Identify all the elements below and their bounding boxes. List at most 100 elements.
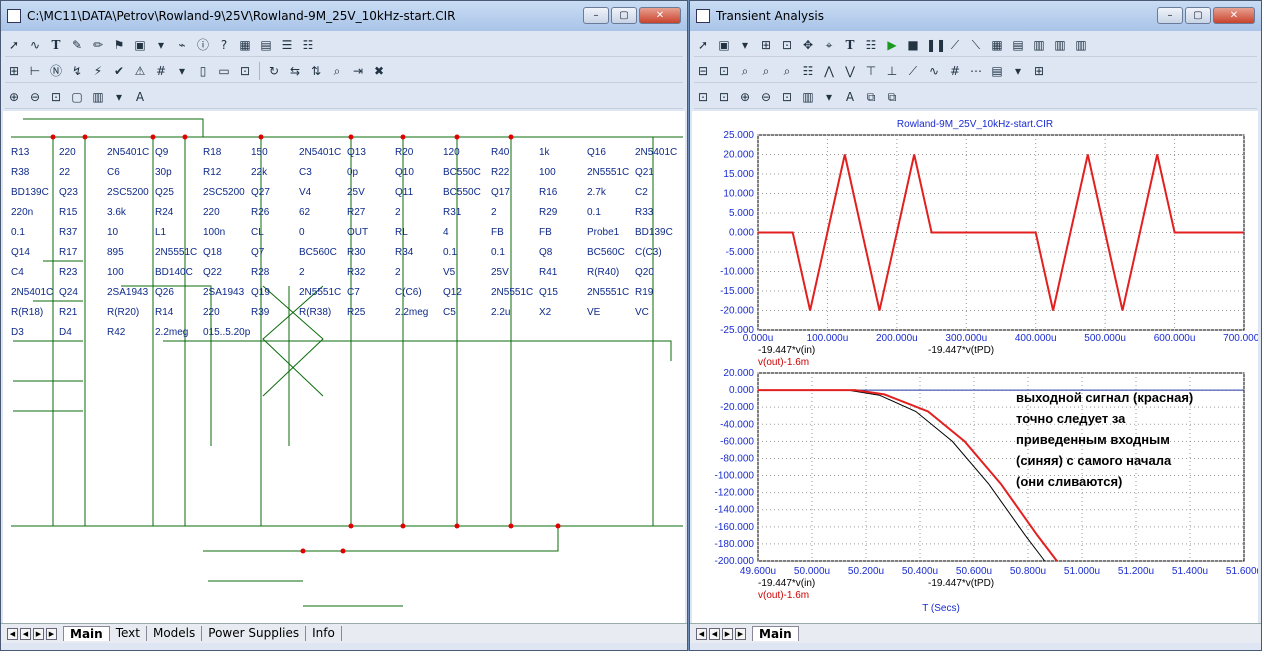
plot-icon[interactable]: ▦ (991, 37, 1003, 52)
dropdown-icon[interactable]: ▾ (115, 89, 123, 104)
info-icon[interactable]: ⓘ (196, 37, 209, 52)
select-mode-icon[interactable]: ➚ (8, 37, 20, 52)
tab-next-icon[interactable]: ▶ (33, 627, 44, 640)
cursor-icon[interactable]: ⌖ (825, 37, 833, 52)
peak-icon[interactable]: ⋀ (824, 63, 834, 78)
power-icon[interactable]: ⚡ (93, 63, 103, 78)
plot-panel-2[interactable]: 20.0000.000-20.000-40.000-60.000-80.000-… (715, 368, 1258, 614)
frame-icon[interactable]: ▢ (71, 89, 83, 104)
low-icon[interactable]: ⊥ (886, 63, 898, 78)
slope-icon[interactable]: ⟋ (908, 63, 918, 78)
split-icon[interactable]: ⊟ (697, 63, 709, 78)
minimize-button[interactable]: – (583, 7, 609, 24)
text-tool-icon[interactable]: T (845, 37, 855, 52)
select-mode-icon[interactable]: ➚ (697, 37, 709, 52)
grid-toggle-icon[interactable]: # (155, 63, 167, 78)
step-icon[interactable]: ⇥ (352, 63, 364, 78)
node-voltage-icon[interactable]: Ⓝ (49, 63, 62, 78)
dropdown-icon[interactable]: ▾ (825, 89, 833, 104)
component-icon[interactable]: ▣ (134, 37, 146, 52)
run-icon[interactable]: ▶ (887, 37, 897, 52)
current-icon[interactable]: ↯ (71, 63, 83, 78)
tile2-icon[interactable]: ▥ (1054, 37, 1066, 52)
zoom-out-icon[interactable]: ⊖ (29, 89, 41, 104)
data-icon[interactable]: ▤ (1012, 37, 1024, 52)
close-button[interactable]: ✕ (1213, 7, 1255, 24)
find-icon[interactable]: ⌕ (333, 63, 341, 78)
font-icon[interactable]: A (135, 89, 145, 104)
plot-panel-1[interactable]: 25.00020.00015.00010.0005.0000.000-5.000… (720, 130, 1258, 368)
tile-icon[interactable]: ▥ (1033, 37, 1045, 52)
scale-icon[interactable]: ⊞ (760, 37, 772, 52)
tab-last-icon[interactable]: ▶ (46, 627, 57, 640)
maximize-button[interactable]: ▢ (1185, 7, 1211, 24)
rotate-icon[interactable]: ↻ (268, 63, 280, 78)
left-tab-power-supplies[interactable]: Power Supplies (202, 626, 307, 641)
tab-prev-icon[interactable]: ◀ (709, 627, 720, 640)
dropdown-icon[interactable]: ▾ (741, 37, 749, 52)
pause-icon[interactable]: ❚❚ (926, 37, 947, 52)
warning-icon[interactable]: ⚠ (134, 63, 146, 78)
left-tab-info[interactable]: Info (306, 626, 342, 641)
properties-icon[interactable]: ☷ (865, 37, 877, 52)
close-button[interactable]: ✕ (639, 7, 681, 24)
node-numbers-icon[interactable]: ⊞ (8, 63, 20, 78)
copy-icon[interactable]: ⧉ (866, 89, 876, 104)
tab-next-icon[interactable]: ▶ (722, 627, 733, 640)
analysis-titlebar[interactable]: Transient Analysis – ▢ ✕ (690, 1, 1261, 31)
pen-icon[interactable]: ✎ (71, 37, 83, 52)
chart-icon[interactable]: ▤ (260, 37, 272, 52)
cursor-right-icon[interactable]: ⟍ (971, 37, 981, 52)
properties-icon[interactable]: ☷ (802, 63, 814, 78)
text-tool-icon[interactable]: T (51, 37, 61, 52)
zoom-fit-icon[interactable]: ⊡ (718, 63, 730, 78)
pin-icon[interactable]: ⊢ (29, 63, 41, 78)
left-tab-text[interactable]: Text (110, 626, 147, 641)
list-icon[interactable]: ☰ (281, 37, 293, 52)
flip-icon[interactable]: ⇅ (310, 63, 322, 78)
pan-icon[interactable]: ✥ (802, 37, 814, 52)
find-icon[interactable]: ⌕ (741, 63, 749, 78)
grid-icon[interactable]: # (949, 63, 961, 78)
tile-icon[interactable]: ▥ (92, 89, 104, 104)
frame-icon[interactable]: ⊡ (697, 89, 709, 104)
tile-icon[interactable]: ▥ (802, 89, 814, 104)
minimize-button[interactable]: – (1157, 7, 1183, 24)
dropdown-icon[interactable]: ▾ (157, 37, 165, 52)
inflection-icon[interactable]: ∿ (928, 63, 940, 78)
schematic-titlebar[interactable]: C:\MC11\DATA\Petrov\Rowland-9\25V\Rowlan… (1, 1, 687, 31)
condition-icon[interactable]: ✔ (113, 63, 125, 78)
tab-last-icon[interactable]: ▶ (735, 627, 746, 640)
find2-icon[interactable]: ⌕ (762, 63, 770, 78)
page-icon[interactable]: ▯ (199, 63, 207, 78)
maximize-button[interactable]: ▢ (611, 7, 637, 24)
tab-first-icon[interactable]: ◀ (7, 627, 18, 640)
properties-icon[interactable]: ☷ (302, 37, 314, 52)
title-icon[interactable]: ⊡ (239, 63, 251, 78)
tile3-icon[interactable]: ▥ (1075, 37, 1087, 52)
data-points-icon[interactable]: ⋯ (970, 63, 982, 78)
stop-icon[interactable]: ✖ (373, 63, 385, 78)
component-icon[interactable]: ▣ (718, 37, 730, 52)
paste-icon[interactable]: ⧉ (887, 89, 897, 104)
zoom-out-icon[interactable]: ⊖ (760, 89, 772, 104)
stop-icon[interactable]: ■ (907, 37, 919, 52)
left-tab-models[interactable]: Models (147, 626, 203, 641)
zoom-in-icon[interactable]: ⊕ (739, 89, 751, 104)
help-icon[interactable]: ? (220, 37, 228, 52)
zoom-fit-icon[interactable]: ⊡ (50, 89, 62, 104)
zoom-box-icon[interactable]: ⊡ (781, 37, 793, 52)
tab-prev-icon[interactable]: ◀ (20, 627, 31, 640)
table-icon[interactable]: ▤ (991, 63, 1003, 78)
wire-icon[interactable]: ∿ (29, 37, 41, 52)
grid-icon[interactable]: ▦ (239, 37, 251, 52)
font-icon[interactable]: A (845, 89, 855, 104)
dropdown-icon[interactable]: ▾ (1014, 63, 1022, 78)
search-icon[interactable]: ⌕ (783, 63, 791, 78)
dropdown-icon[interactable]: ▾ (178, 63, 186, 78)
tab-first-icon[interactable]: ◀ (696, 627, 707, 640)
draw-icon[interactable]: ✏ (92, 37, 104, 52)
numbers-icon[interactable]: ⊞ (1033, 63, 1045, 78)
